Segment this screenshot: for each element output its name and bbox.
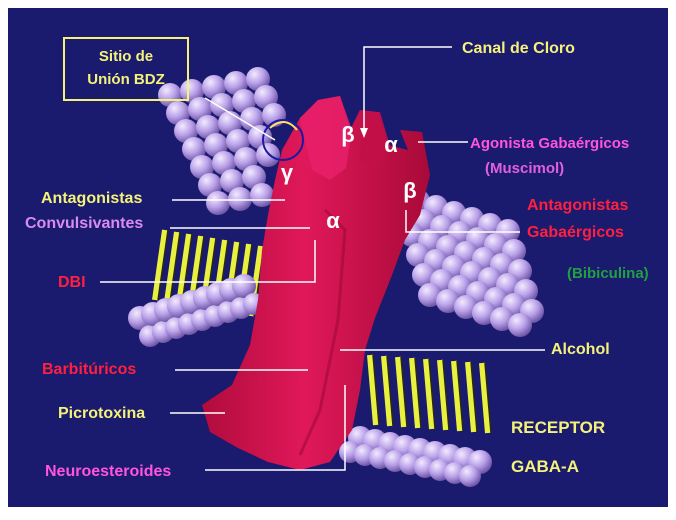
lipid-head	[459, 465, 481, 487]
subunit-gamma: γ	[281, 160, 294, 185]
bdz-site-label-line1: Sitio de	[99, 48, 153, 65]
lipid-head	[256, 143, 280, 167]
agonists-label: Agonista Gabaérgicos	[470, 135, 629, 152]
receptor-title-line1: RECEPTOR	[511, 418, 605, 437]
gaba-antagonists-label-line2: Gabaérgicos	[527, 224, 624, 241]
lipid-head	[206, 191, 230, 215]
gaba-antagonists-label-line1: Antagonistas	[527, 197, 628, 214]
convulsants-label: Convulsivantes	[25, 215, 143, 232]
neurosteroids-label: Neuroesteroides	[45, 463, 171, 480]
chloride-channel-label: Canal de Cloro	[462, 40, 575, 57]
bdz-site-label-line2: Unión BDZ	[87, 71, 164, 88]
muscimol-label: (Muscimol)	[485, 160, 564, 177]
lipid-head	[228, 187, 252, 211]
subunit-beta-right: β	[403, 178, 416, 203]
subunit-alpha-top: α	[384, 132, 398, 157]
subunit-beta-left: β	[341, 122, 354, 147]
subunit-alpha-center: α	[326, 208, 340, 233]
dbi-label: DBI	[58, 274, 86, 291]
picrotoxin-label: Picrotoxina	[58, 405, 145, 422]
barbiturates-label: Barbitúricos	[42, 361, 136, 378]
receptor-title-line2: GABA-A	[511, 457, 579, 476]
alcohol-label: Alcohol	[551, 341, 610, 358]
bicuculline-label: (Bibiculina)	[567, 265, 649, 282]
antagonists-label: Antagonistas	[41, 190, 142, 207]
lipid-head	[262, 103, 286, 127]
lipid-head	[508, 313, 532, 337]
